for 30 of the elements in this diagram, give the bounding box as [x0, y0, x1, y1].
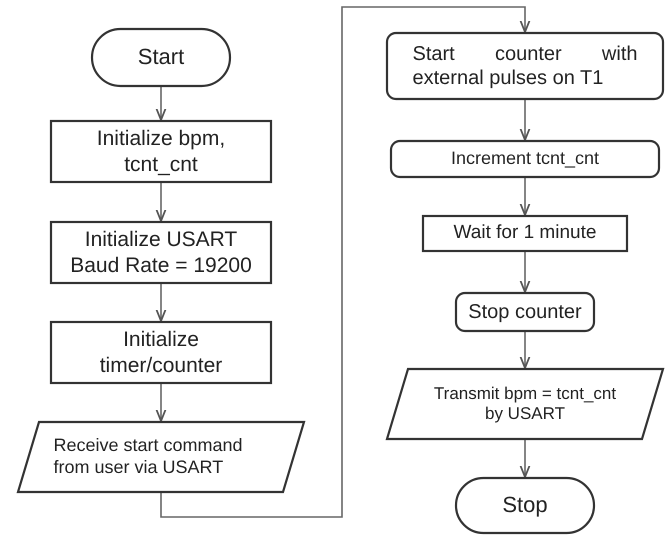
- process-box: [390, 140, 660, 178]
- arrow: [160, 6, 530, 518]
- step-text: Initialize timer/counter: [98, 327, 224, 378]
- step-text: Increment tcnt_cnt: [450, 148, 600, 170]
- process-box: [455, 292, 595, 332]
- step-text: Start: [136, 44, 186, 71]
- step-text: Initialize USART Baud Rate = 19200: [69, 227, 253, 278]
- arrow: [520, 252, 530, 293]
- process-box: [50, 221, 272, 284]
- process-box: [50, 321, 272, 384]
- step-text: Stop: [501, 492, 549, 519]
- arrow: [156, 183, 166, 222]
- process-box: [386, 32, 664, 100]
- step-text: Initialize bpm, tcnt_cnt: [96, 126, 226, 177]
- arrow: [156, 87, 166, 121]
- step-text: Wait for 1 minute: [452, 222, 598, 245]
- arrow: [520, 440, 530, 478]
- arrow: [520, 100, 530, 141]
- input-output-parallelogram: [386, 368, 664, 440]
- step-text: Stop counter: [467, 300, 583, 324]
- arrow: [520, 332, 530, 369]
- arrow: [520, 178, 530, 216]
- input-output-parallelogram: [17, 421, 305, 493]
- arrow: [156, 384, 166, 422]
- step-text: Start counter with external pulses on T1: [412, 42, 638, 90]
- step-text: Receive start command from user via USART: [54, 435, 244, 479]
- process-box: [50, 120, 272, 183]
- process-box: [422, 215, 628, 252]
- arrow: [156, 284, 166, 322]
- step-text: Transmit bpm = tcnt_cnt by USART: [432, 384, 618, 424]
